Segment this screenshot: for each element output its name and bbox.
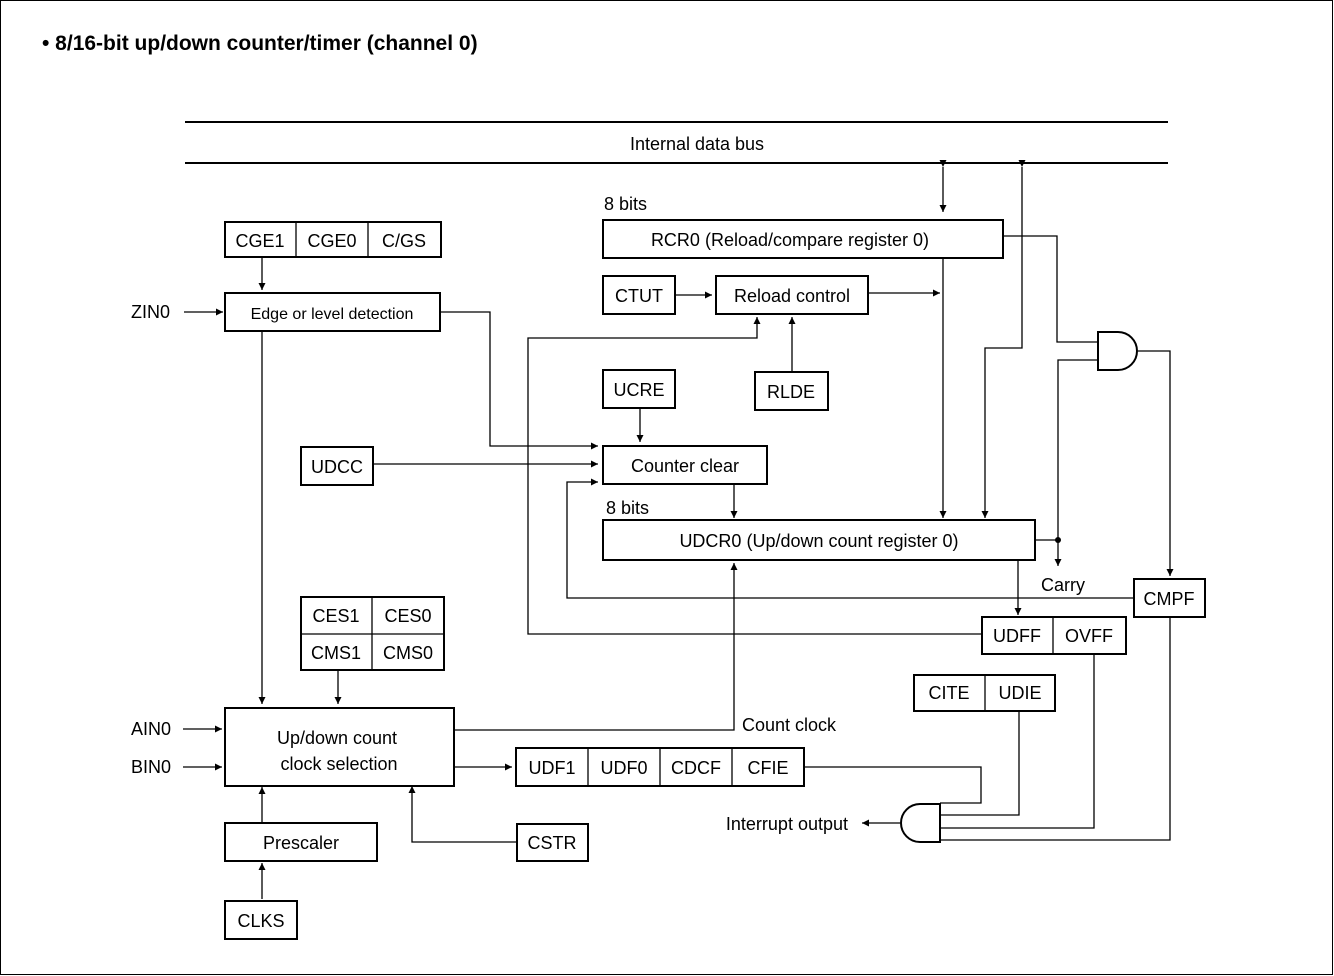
- udff-ovff-register: UDFF OVFF: [981, 616, 1127, 655]
- edge-level-detection: Edge or level detection: [224, 292, 441, 332]
- clks-box: CLKS: [224, 900, 298, 940]
- svg-text:RCR0 (Reload/compare register: RCR0 (Reload/compare register 0): [651, 230, 929, 250]
- bit-cfie: CFIE: [747, 758, 788, 778]
- bit-udff: UDFF: [993, 626, 1041, 646]
- cite-udie-register: CITE UDIE: [913, 674, 1056, 712]
- interrupt-and-gate: [900, 803, 941, 843]
- bus-label: Internal data bus: [630, 134, 764, 154]
- bit-cite: CITE: [928, 683, 969, 703]
- svg-text:CTUT: CTUT: [615, 286, 663, 306]
- bit-ces0: CES0: [384, 606, 431, 626]
- svg-text:UDCR0 (Up/down count register: UDCR0 (Up/down count register 0): [679, 531, 958, 551]
- clock-selection: Up/down count clock selection: [224, 707, 455, 787]
- ctut-box: CTUT: [602, 275, 676, 315]
- bit-udf1: UDF1: [528, 758, 575, 778]
- cstr-box: CSTR: [516, 823, 589, 862]
- cmpf-box: CMPF: [1133, 578, 1206, 618]
- svg-text:CLKS: CLKS: [237, 911, 284, 931]
- svg-text:Prescaler: Prescaler: [263, 833, 339, 853]
- internal-data-bus: Internal data bus: [185, 121, 1168, 164]
- compare-and-gate: [1097, 331, 1138, 371]
- udcr-bits-label: 8 bits: [606, 498, 649, 518]
- bit-ces1: CES1: [312, 606, 359, 626]
- register-ces-cms: CES1 CES0 CMS1 CMS0: [300, 596, 445, 671]
- rcr-bits-label: 8 bits: [604, 194, 647, 214]
- bit-cdcf: CDCF: [671, 758, 721, 778]
- svg-text:UCRE: UCRE: [613, 380, 664, 400]
- svg-text:RLDE: RLDE: [767, 382, 815, 402]
- bit-cms0: CMS0: [383, 643, 433, 663]
- input-zin0: ZIN0: [131, 302, 170, 322]
- carry-label: Carry: [1041, 575, 1085, 595]
- svg-text:CMPF: CMPF: [1144, 589, 1195, 609]
- bit-udie: UDIE: [998, 683, 1041, 703]
- svg-text:clock selection: clock selection: [280, 754, 397, 774]
- udcr0-register: UDCR0 (Up/down count register 0): [602, 519, 1036, 561]
- udf-cdcf-cfie-register: UDF1 UDF0 CDCF CFIE: [515, 747, 805, 787]
- bit-cge0: CGE0: [307, 231, 356, 251]
- input-ain0: AIN0: [131, 719, 171, 739]
- register-cge-cgs: CGE1 CGE0 C/GS: [224, 221, 442, 258]
- ucre-box: UCRE: [602, 369, 676, 409]
- bit-cms1: CMS1: [311, 643, 361, 663]
- bit-udf0: UDF0: [600, 758, 647, 778]
- svg-text:Counter clear: Counter clear: [631, 456, 739, 476]
- reload-control: Reload control: [715, 275, 869, 315]
- input-bin0: BIN0: [131, 757, 171, 777]
- rcr0-register: RCR0 (Reload/compare register 0): [602, 219, 1004, 259]
- svg-text:CSTR: CSTR: [528, 833, 577, 853]
- rlde-box: RLDE: [754, 371, 829, 411]
- prescaler-box: Prescaler: [224, 822, 378, 862]
- connectors: [183, 235, 1174, 899]
- svg-text:Up/down count: Up/down count: [277, 728, 397, 748]
- diagram-title: • 8/16-bit up/down counter/timer (channe…: [42, 32, 478, 55]
- udcc-box: UDCC: [300, 446, 374, 486]
- count-clock-label: Count clock: [742, 715, 837, 735]
- svg-text:Reload control: Reload control: [734, 286, 850, 306]
- bit-cgs: C/GS: [382, 231, 426, 251]
- counter-clear: Counter clear: [602, 445, 768, 485]
- bit-cge1: CGE1: [235, 231, 284, 251]
- svg-text:Edge or level detection: Edge or level detection: [251, 306, 414, 323]
- bit-ovff: OVFF: [1065, 626, 1113, 646]
- svg-text:UDCC: UDCC: [311, 457, 363, 477]
- interrupt-output-label: Interrupt output: [726, 814, 848, 834]
